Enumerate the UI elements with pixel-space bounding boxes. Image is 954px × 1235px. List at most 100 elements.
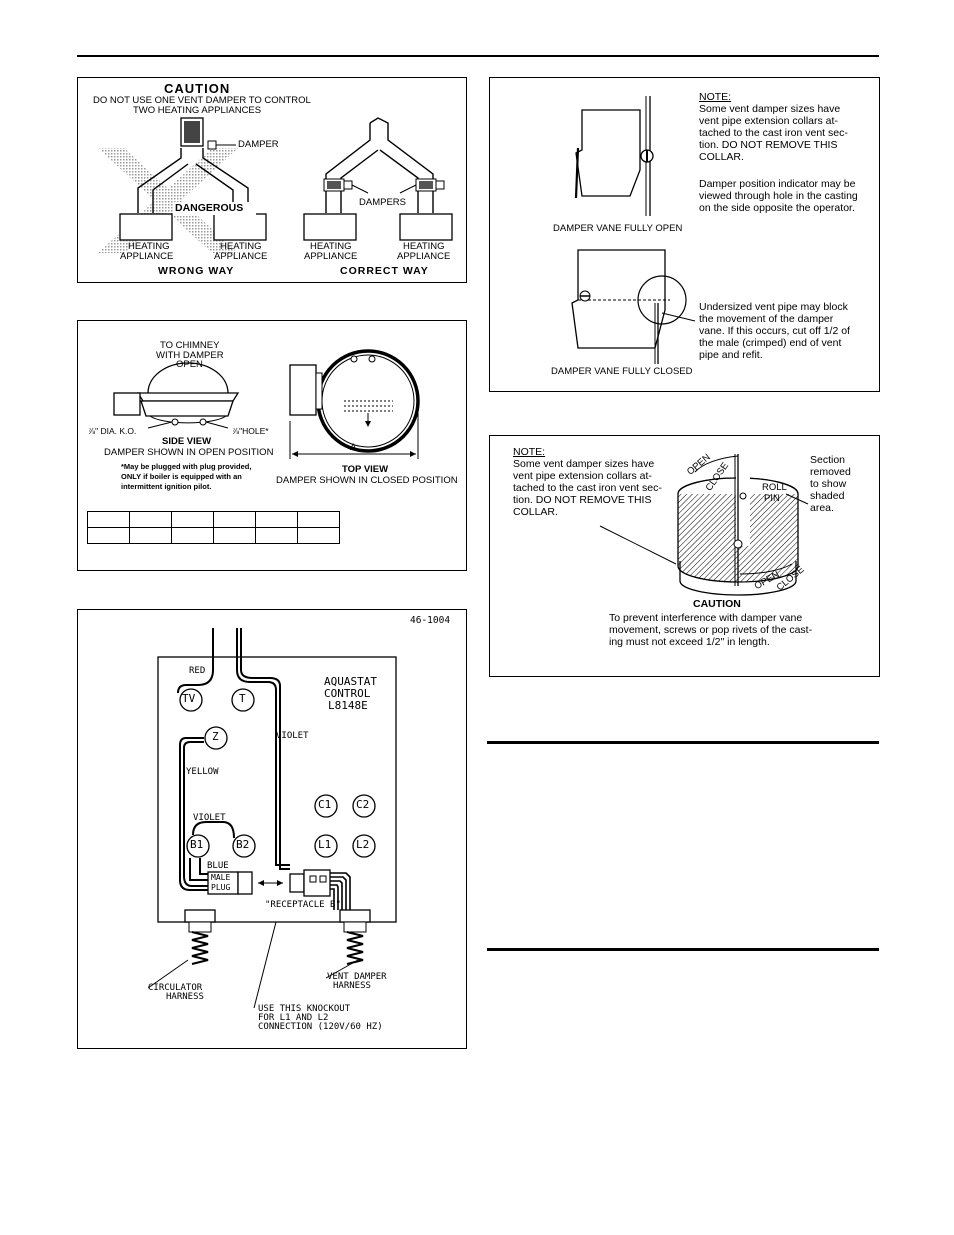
top-view-caption: DAMPER SHOWN IN CLOSED POSITION — [276, 475, 458, 486]
damper-views-diagram — [113, 349, 420, 459]
knockout-line-2: FOR L1 AND L2 — [258, 1013, 329, 1023]
side-view-label: SIDE VIEW — [162, 436, 212, 447]
terminal-z: Z — [212, 730, 219, 743]
control-line-1: AQUASTAT — [324, 675, 377, 688]
table-row — [87, 527, 340, 544]
section-note-heading: NOTE: — [513, 446, 546, 458]
correct-way-label: CORRECT WAY — [340, 265, 429, 277]
receptacle-label: "RECEPTACLE B" — [265, 900, 341, 910]
vane-position-diagram — [571, 96, 696, 364]
male-plug-2: PLUG — [211, 883, 231, 892]
undersized-line-5: pipe and refit. — [699, 349, 763, 361]
wiring-figure: 46-1004 RED AQUASTAT CONTROL L8148E TV T… — [77, 609, 467, 1049]
terminal-t: T — [239, 692, 246, 705]
section-removed-3: to show — [810, 478, 847, 490]
knockout-line-3: CONNECTION (120V/60 HZ) — [258, 1022, 383, 1032]
footnote-line-1: *May be plugged with plug provided, — [121, 462, 252, 471]
damper-label: DAMPER — [238, 139, 279, 150]
appliance-label-2b: APPLIANCE — [214, 251, 268, 262]
section-removed-4: shaded — [810, 490, 845, 502]
control-line-2: CONTROL — [324, 687, 371, 700]
section-removed-5: area. — [810, 502, 834, 514]
appliance-label-1b: APPLIANCE — [120, 251, 174, 262]
caution-subtitle-1: DO NOT USE ONE VENT DAMPER TO CONTROL — [93, 95, 311, 106]
footnote-line-2: ONLY if boiler is equipped with an — [121, 472, 242, 481]
dimension-a-label: A — [350, 442, 357, 453]
footnote-line-3: intermittent ignition pilot. — [121, 482, 212, 491]
undersized-line-1: Undersized vent pipe may block — [699, 301, 848, 313]
caution-diagram — [98, 117, 453, 253]
note-heading: NOTE: — [699, 91, 732, 103]
caution-subtitle-2: TWO HEATING APPLIANCES — [133, 105, 262, 116]
circulator-line-1: CIRCULATOR — [148, 983, 203, 993]
chimney-line-2: WITH DAMPER — [156, 350, 224, 361]
note-line-4: tion. DO NOT REMOVE THIS — [699, 139, 838, 151]
appliance-label-4b: APPLIANCE — [397, 251, 451, 262]
section-removed-2: removed — [810, 466, 851, 478]
blue-label: BLUE — [207, 861, 229, 871]
section-note-line-1: Some vent damper sizes have — [513, 458, 655, 470]
terminal-b2: B2 — [236, 838, 250, 851]
section-diagram — [599, 454, 809, 596]
terminal-c1: C1 — [318, 798, 332, 811]
fully-open-caption: DAMPER VANE FULLY OPEN — [553, 223, 683, 234]
dangerous-label: DANGEROUS — [175, 202, 244, 214]
note-line-3: tached to the cast iron vent sec- — [699, 127, 848, 139]
violet-label-2: VIOLET — [193, 813, 226, 823]
violet-label-1: VIOLET — [276, 731, 309, 741]
undersized-line-4: the male (crimped) end of vent — [699, 337, 842, 349]
section-caution-line-1: To prevent interference with damper vane — [609, 612, 803, 624]
section-note-line-2: vent pipe extension collars at- — [513, 470, 652, 482]
vent-damper-line-2: HARNESS — [333, 981, 371, 991]
appliance-label-3b: APPLIANCE — [304, 251, 358, 262]
indicator-line-1: Damper position indicator may be — [699, 178, 856, 190]
control-line-3: L8148E — [328, 699, 368, 712]
damper-views-figure: TO CHIMNEY WITH DAMPER OPEN ⅞" DIA. K.O.… — [77, 320, 467, 571]
circulator-line-2: HARNESS — [166, 992, 204, 1002]
section-note-line-5: COLLAR. — [513, 506, 558, 518]
knockout-line-1: USE THIS KNOCKOUT — [258, 1004, 351, 1014]
red-wire-label: RED — [189, 666, 206, 676]
undersized-line-3: vane. If this occurs, cut off 1/2 of — [699, 325, 850, 337]
section-caution-line-2: movement, screws or pop rivets of the ca… — [609, 624, 813, 636]
section-removed-1: Section — [810, 454, 846, 466]
terminal-l2: L2 — [356, 838, 370, 851]
indicator-line-2: viewed through hole in the casting — [699, 190, 858, 202]
note-line-1: Some vent damper sizes have — [699, 103, 841, 115]
yellow-label: YELLOW — [186, 767, 219, 777]
indicator-line-3: on the side opposite the operator. — [699, 202, 855, 214]
hole-label: ⅞"HOLE* — [232, 426, 269, 436]
undersized-line-2: the movement of the damper — [699, 313, 834, 325]
section-caution-title: CAUTION — [693, 598, 741, 610]
appliance-label-1a: HEATING — [128, 241, 170, 252]
fig-number: 46-1004 — [410, 615, 451, 626]
section-note-line-4: tion. DO NOT REMOVE THIS — [513, 494, 652, 506]
section-figure: NOTE: Some vent damper sizes have vent p… — [489, 435, 880, 677]
terminal-b1: B1 — [190, 838, 204, 851]
terminal-c2: C2 — [356, 798, 370, 811]
appliance-label-3a: HEATING — [310, 241, 352, 252]
section-caution-line-3: ing must not exceed 1/2" in length. — [609, 636, 770, 648]
appliance-label-4a: HEATING — [403, 241, 445, 252]
section-rule-1 — [487, 741, 879, 744]
caution-title: CAUTION — [164, 81, 231, 96]
side-view-caption: DAMPER SHOWN IN OPEN POSITION — [104, 447, 274, 458]
roll-pin-1: ROLL — [762, 482, 787, 493]
terminal-tv: TV — [182, 692, 196, 705]
section-note-line-3: tached to the cast iron vent sec- — [513, 482, 662, 494]
male-plug-1: MALE — [211, 873, 231, 882]
chimney-line-1: TO CHIMNEY — [160, 340, 220, 351]
top-rule — [77, 55, 879, 57]
vent-damper-line-1: VENT DAMPER — [327, 972, 387, 982]
note-line-2: vent pipe extension collars at- — [699, 115, 838, 127]
roll-pin-2: PIN — [764, 493, 780, 504]
table-row — [87, 511, 340, 528]
note-line-5: COLLAR. — [699, 151, 744, 163]
terminal-l1: L1 — [318, 838, 332, 851]
chimney-line-3: OPEN — [176, 359, 203, 370]
vane-position-figure: NOTE: Some vent damper sizes have vent p… — [489, 77, 880, 392]
caution-figure: CAUTION DO NOT USE ONE VENT DAMPER TO CO… — [77, 77, 467, 283]
appliance-label-2a: HEATING — [220, 241, 262, 252]
top-view-label: TOP VIEW — [342, 464, 389, 475]
fully-closed-caption: DAMPER VANE FULLY CLOSED — [551, 366, 693, 377]
